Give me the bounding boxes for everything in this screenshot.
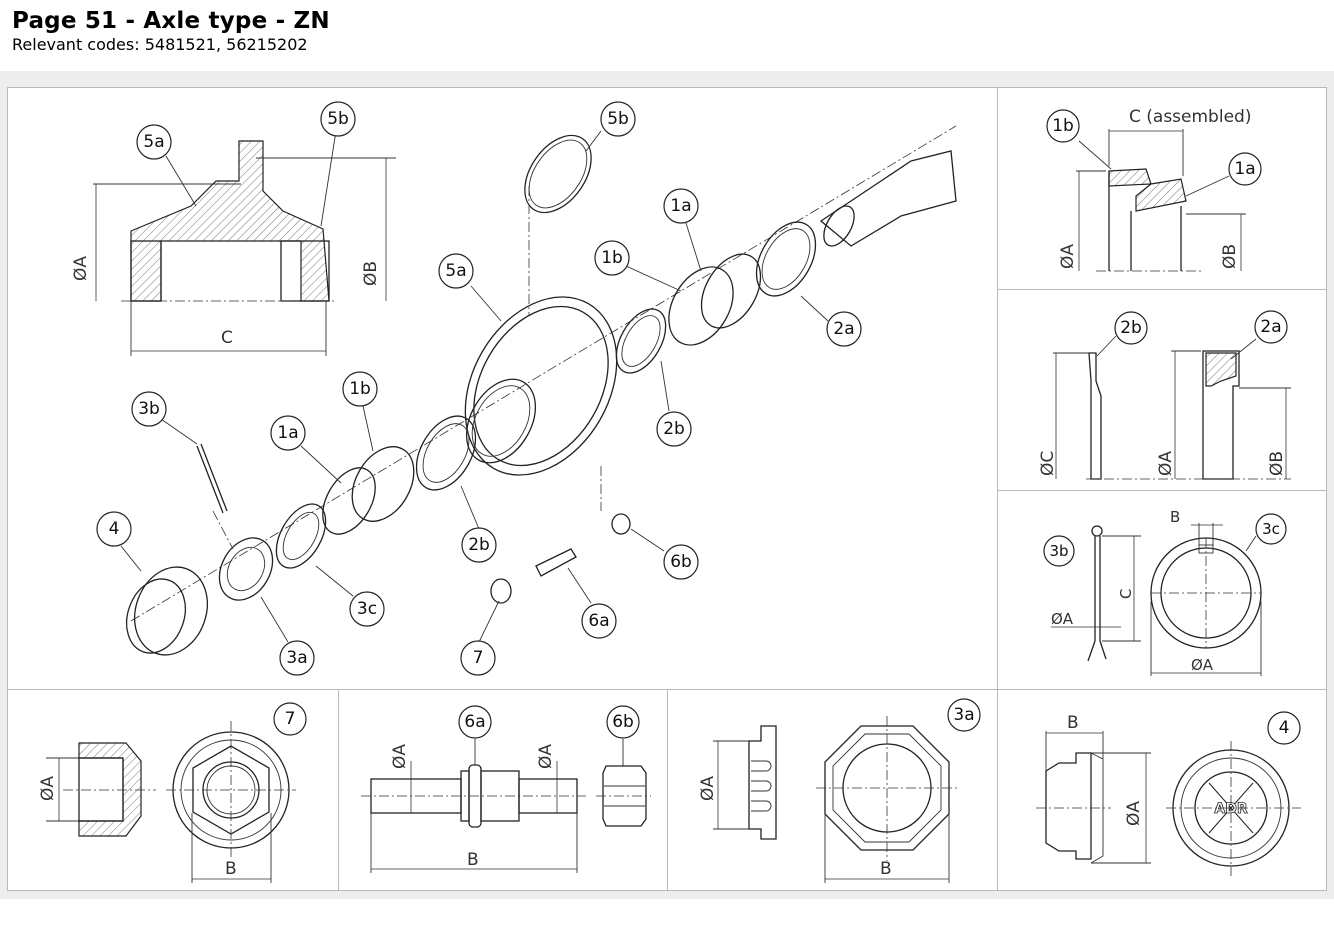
svg-text:5a: 5a — [445, 261, 466, 281]
callout-5b[interactable]: 5b — [320, 101, 356, 137]
dim-a-label: ØA — [1124, 801, 1144, 826]
callout-3a[interactable]: 3a — [279, 640, 315, 676]
dim-b-label: B — [225, 859, 237, 879]
dim-a-pin-label: ØA — [1051, 610, 1074, 628]
detail-panel-bearing: C (assembled) ØA ØB 1b 1a — [997, 87, 1327, 290]
callout-3b[interactable]: 3b — [131, 391, 167, 427]
dim-b-label: ØB — [1220, 244, 1240, 269]
svg-text:1a: 1a — [670, 196, 691, 216]
dim-a-stud-label: ØA — [390, 744, 410, 769]
relevant-codes: Relevant codes: 5481521, 56215202 — [12, 35, 308, 54]
detail-panel-hub-cap-4: ADR B ØA 4 — [997, 689, 1327, 891]
svg-text:5b: 5b — [607, 109, 629, 129]
callout-5a[interactable]: 5a — [438, 253, 474, 289]
svg-text:7: 7 — [473, 648, 484, 668]
svg-text:5b: 5b — [327, 109, 349, 129]
svg-text:1a: 1a — [277, 423, 298, 443]
callout-1b[interactable]: 1b — [1046, 109, 1080, 143]
callout-3c[interactable]: 3c — [349, 591, 385, 627]
dim-c-label: ØC — [1038, 451, 1058, 476]
callout-1a[interactable]: 1a — [270, 415, 306, 451]
callout-1b[interactable]: 1b — [342, 371, 378, 407]
callout-4[interactable]: 4 — [96, 511, 132, 547]
dim-c-label: C — [1117, 589, 1135, 599]
svg-text:2b: 2b — [468, 535, 490, 555]
callout-6b[interactable]: 6b — [663, 544, 699, 580]
svg-text:6b: 6b — [612, 712, 634, 732]
callout-2a[interactable]: 2a — [826, 311, 862, 347]
svg-text:2b: 2b — [663, 419, 685, 439]
callout-7[interactable]: 7 — [460, 640, 496, 676]
detail-panel-pin-washer: B C ØA ØA 3b 3c — [997, 490, 1327, 690]
svg-text:1a: 1a — [1234, 159, 1255, 179]
dim-b-label: B — [467, 850, 479, 870]
svg-text:2a: 2a — [1260, 317, 1281, 337]
svg-text:2b: 2b — [1120, 318, 1142, 338]
svg-text:4: 4 — [109, 519, 120, 539]
callout-6a[interactable]: 6a — [458, 705, 492, 739]
dim-a-label: ØA — [1156, 451, 1176, 476]
exploded-view-panel: ØA ØB C — [7, 87, 998, 690]
callout-5b[interactable]: 5b — [600, 101, 636, 137]
detail-panel-castle-nut-3a: ØA B 3a — [667, 689, 998, 891]
callout-6b[interactable]: 6b — [606, 705, 640, 739]
dim-b-label: B — [1170, 508, 1180, 526]
dim-a-label: ØA — [38, 776, 58, 801]
detail-panel-nut-7: ØA B 7 — [7, 689, 339, 891]
svg-text:5a: 5a — [143, 132, 164, 152]
page-title: Page 51 - Axle type - ZN — [12, 8, 330, 34]
callout-6a[interactable]: 6a — [581, 603, 617, 639]
leader-lines — [120, 130, 829, 643]
dim-b-label: ØB — [361, 261, 381, 286]
callout-1b[interactable]: 1b — [594, 240, 630, 276]
callouts: 5a 5b 5b 5a 1a 1b 2a 2b 3b 1a 1b 2b 4 3c… — [96, 101, 862, 676]
dim-b-label: B — [1067, 713, 1079, 733]
callout-2a[interactable]: 2a — [1254, 310, 1288, 344]
svg-text:1b: 1b — [349, 379, 371, 399]
svg-text:3c: 3c — [357, 599, 377, 619]
svg-text:6a: 6a — [588, 611, 609, 631]
svg-text:3b: 3b — [138, 399, 160, 419]
svg-text:3c: 3c — [1262, 520, 1280, 538]
dim-a-label: ØA — [71, 256, 91, 281]
svg-text:3a: 3a — [953, 705, 974, 725]
exploded-parts — [126, 125, 957, 656]
page-header: Page 51 - Axle type - ZN Relevant codes:… — [12, 6, 330, 54]
callout-3c[interactable]: 3c — [1255, 513, 1287, 545]
dim-a-washer-label: ØA — [1191, 656, 1214, 674]
svg-text:2a: 2a — [833, 319, 854, 339]
callout-2b[interactable]: 2b — [1114, 311, 1148, 345]
hub-section-drawing: ØA ØB C — [71, 130, 396, 356]
svg-text:1b: 1b — [1052, 116, 1074, 136]
callout-2b[interactable]: 2b — [656, 411, 692, 447]
callout-2b[interactable]: 2b — [461, 527, 497, 563]
svg-text:4: 4 — [1279, 718, 1290, 738]
dim-c-label: C — [221, 328, 233, 348]
callout-3a[interactable]: 3a — [947, 698, 981, 732]
dim-b-label: B — [880, 859, 892, 879]
dim-a-label: ØA — [698, 776, 718, 801]
dim-c-assembled-label: C (assembled) — [1129, 107, 1251, 127]
svg-text:6a: 6a — [464, 712, 485, 732]
detail-panel-bolt-6: ØA ØA B 6a 6b — [338, 689, 668, 891]
svg-text:3b: 3b — [1049, 542, 1068, 560]
svg-text:3a: 3a — [286, 648, 307, 668]
dim-a-label: ØA — [1058, 244, 1078, 269]
detail-panel-seals: ØC ØA ØB 2b 2a — [997, 289, 1327, 491]
svg-text:7: 7 — [285, 709, 296, 729]
svg-text:6b: 6b — [670, 552, 692, 572]
callout-7[interactable]: 7 — [273, 702, 307, 736]
callout-1a[interactable]: 1a — [1228, 152, 1262, 186]
dim-b-label: ØB — [1267, 451, 1287, 476]
callout-1a[interactable]: 1a — [663, 188, 699, 224]
dim-a-thread-label: ØA — [536, 744, 556, 769]
svg-text:1b: 1b — [601, 248, 623, 268]
callout-4[interactable]: 4 — [1267, 711, 1301, 745]
callout-3b[interactable]: 3b — [1043, 535, 1075, 567]
callout-5a[interactable]: 5a — [136, 124, 172, 160]
